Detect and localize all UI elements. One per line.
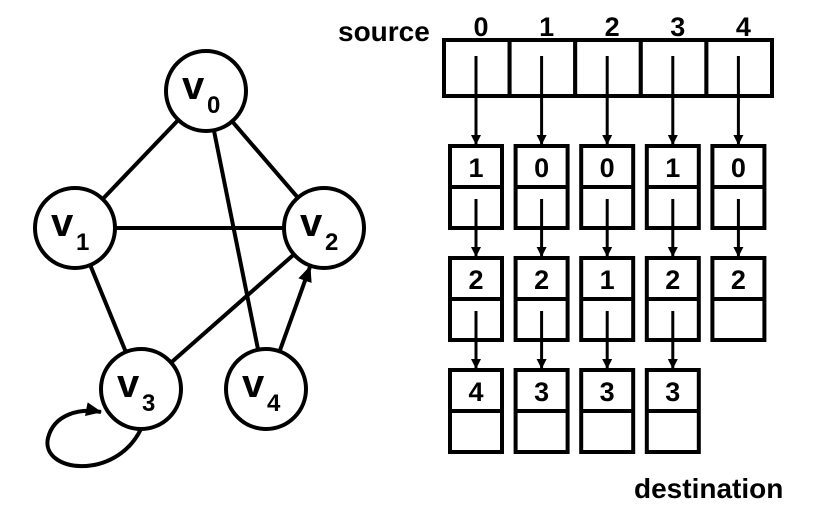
edge-self-loop-v3 bbox=[45, 402, 143, 469]
source-index-1: 1 bbox=[539, 12, 554, 42]
node-label: v bbox=[51, 201, 74, 245]
node-label: v bbox=[242, 362, 265, 406]
edge-v0-v1 bbox=[101, 118, 180, 201]
list-node: 3 bbox=[513, 368, 570, 454]
source-array: 0 1 2 3 4 bbox=[442, 12, 775, 145]
source-index-4: 4 bbox=[736, 12, 751, 42]
edge-v1-v3 bbox=[88, 264, 128, 353]
adjacency-list-3: 1 2 3 bbox=[644, 144, 701, 454]
list-node: 2 bbox=[513, 256, 570, 369]
graph-edges bbox=[45, 118, 312, 469]
edge-v3-v2 bbox=[169, 252, 296, 365]
node-subscript: 1 bbox=[76, 229, 89, 256]
list-node: 2 bbox=[644, 256, 701, 369]
list-node-value: 3 bbox=[600, 377, 615, 407]
node-label: v bbox=[182, 64, 205, 108]
source-index-2: 2 bbox=[605, 12, 620, 42]
node-subscript: 3 bbox=[142, 390, 155, 417]
node-label: v bbox=[300, 201, 323, 245]
node-subscript: 0 bbox=[207, 92, 220, 119]
list-node-value: 3 bbox=[665, 377, 680, 407]
node-circle bbox=[99, 347, 183, 431]
source-label: source bbox=[338, 16, 430, 47]
list-node: 1 bbox=[448, 144, 504, 257]
adjacency-list-1: 0 2 3 bbox=[513, 144, 570, 454]
node-circle bbox=[33, 186, 117, 270]
list-node-value: 0 bbox=[600, 153, 615, 183]
node-subscript: 4 bbox=[267, 390, 281, 417]
list-node-value: 4 bbox=[468, 377, 483, 407]
list-node: 3 bbox=[579, 368, 636, 454]
list-node-value: 0 bbox=[731, 153, 746, 183]
edge-v0-v2 bbox=[230, 120, 300, 199]
list-node-value: 2 bbox=[731, 265, 746, 295]
list-node-value: 3 bbox=[534, 377, 549, 407]
edge-v4-v2 bbox=[277, 265, 312, 353]
node-subscript: 2 bbox=[325, 229, 338, 256]
node-circle bbox=[164, 49, 248, 133]
adjacency-list-0: 1 2 4 bbox=[448, 144, 504, 454]
list-node-value: 1 bbox=[468, 153, 483, 183]
list-node-value: 0 bbox=[534, 153, 549, 183]
list-node: 3 bbox=[644, 368, 701, 454]
adjacency-list-4: 02 bbox=[710, 144, 767, 342]
list-node-value: 2 bbox=[665, 265, 680, 295]
list-node: 1 bbox=[644, 144, 701, 257]
node-label: v bbox=[117, 362, 140, 406]
list-node-value: 1 bbox=[665, 153, 680, 183]
adjacency-list-2: 0 1 3 bbox=[579, 144, 636, 454]
node-circle bbox=[282, 186, 366, 270]
list-node-value: 1 bbox=[600, 265, 615, 295]
list-node: 1 bbox=[579, 256, 636, 369]
edge-v0-v4 bbox=[211, 129, 261, 351]
list-node: 4 bbox=[448, 368, 504, 454]
source-index-0: 0 bbox=[473, 12, 488, 42]
list-node: 0 bbox=[513, 144, 570, 257]
list-node: 0 bbox=[710, 144, 767, 257]
list-node: 2 bbox=[710, 256, 767, 342]
destination-label: destination bbox=[634, 473, 783, 504]
list-node: 2 bbox=[448, 256, 504, 369]
source-index-3: 3 bbox=[670, 12, 685, 42]
list-node-value: 2 bbox=[468, 265, 483, 295]
list-node: 0 bbox=[579, 144, 636, 257]
node-circle bbox=[224, 347, 308, 431]
list-node-value: 2 bbox=[534, 265, 549, 295]
